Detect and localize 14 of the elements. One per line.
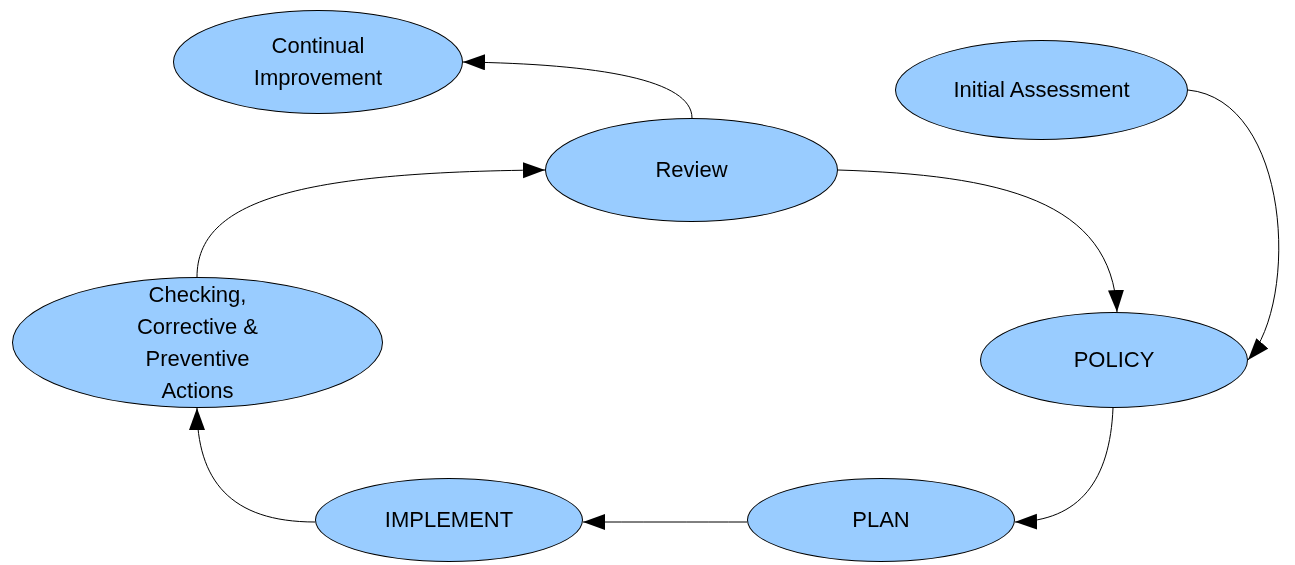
arrow [837,169,1123,313]
node-label: PLAN [852,506,910,534]
arrow [1014,407,1114,529]
arrow [196,162,546,278]
arrow [189,407,316,523]
node-label: Review [655,156,728,184]
arrow [582,514,748,530]
node-label: Continual Improvement [252,32,384,92]
arrow [1187,89,1280,361]
node-label: POLICY [1073,346,1155,374]
node-label: Initial Assessment [953,76,1130,104]
arrow [462,54,693,119]
node-label: IMPLEMENT [384,506,514,534]
node-label: Checking, Corrective & Preventive Actions [135,280,259,405]
